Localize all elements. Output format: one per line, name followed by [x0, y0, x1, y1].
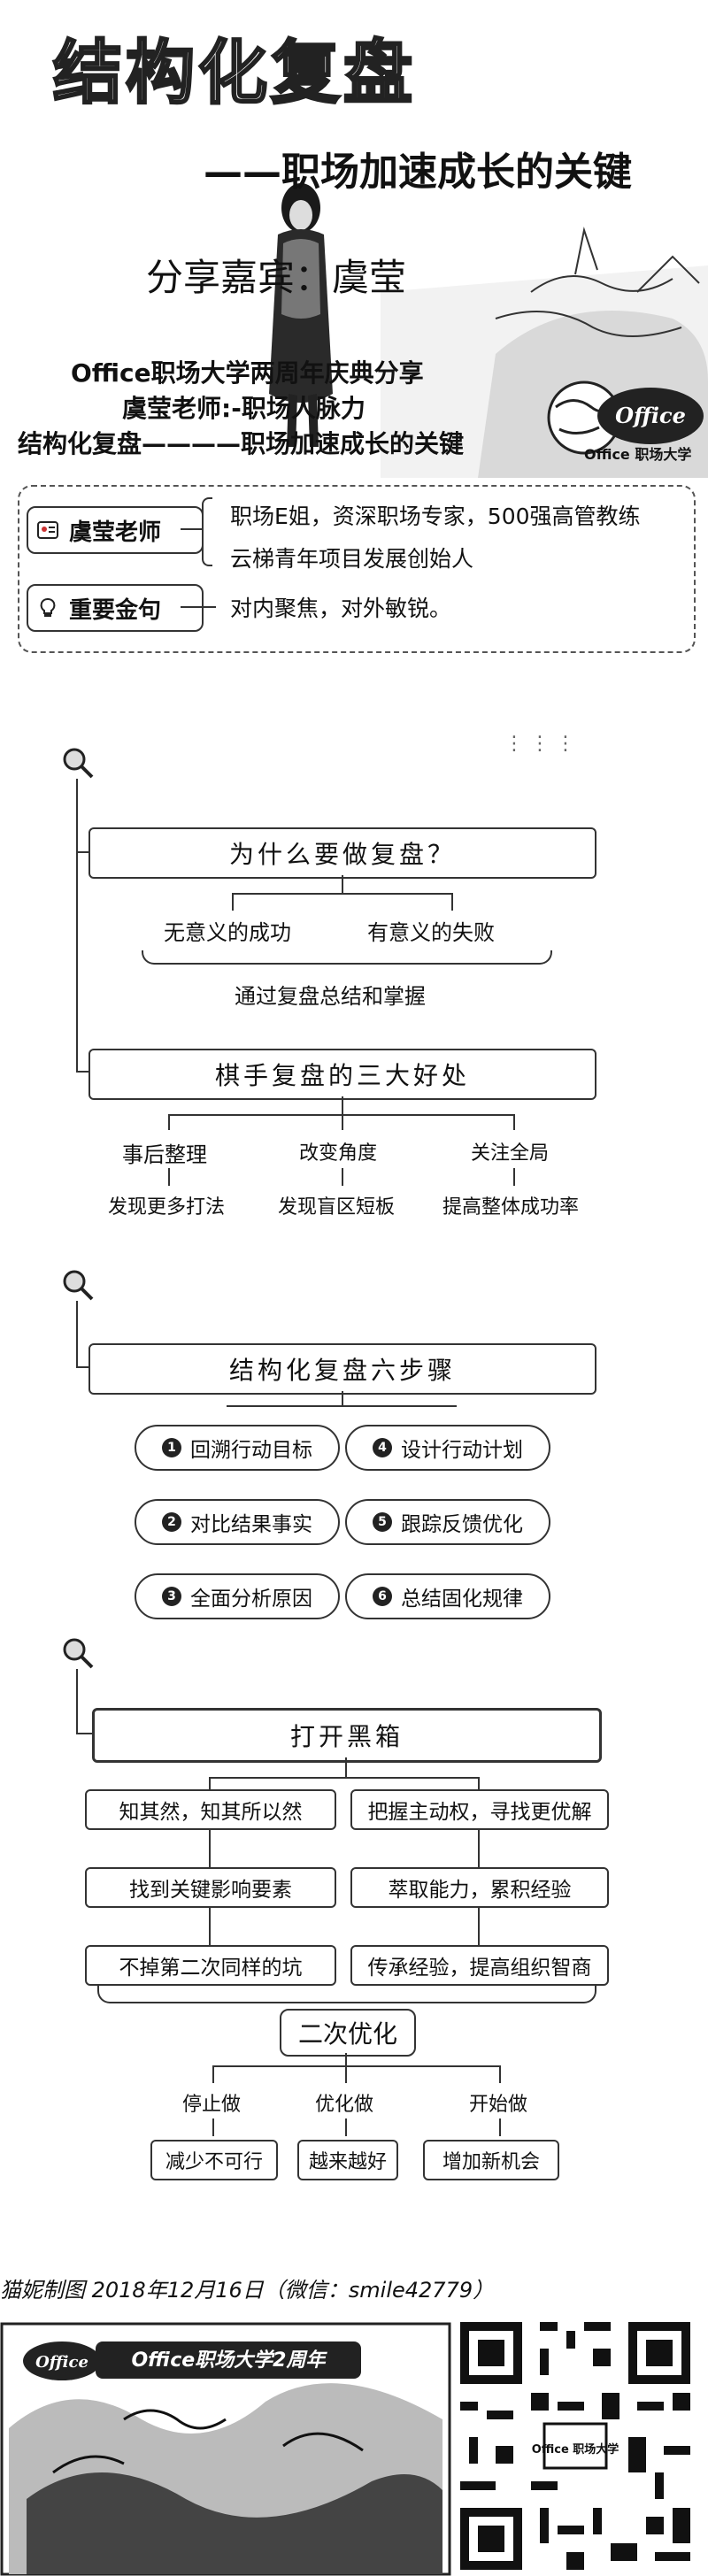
left-item-2: 找到关键影响要素	[85, 1867, 336, 1908]
banner-sketch-illustration: Office	[269, 183, 708, 478]
svg-text:Office职场大学2周年: Office职场大学2周年	[131, 2349, 327, 2372]
benefits-drop-2	[342, 1114, 343, 1130]
option-link-1	[212, 2118, 214, 2136]
why-review-left-drop	[232, 893, 234, 911]
benefits-bar	[168, 1114, 513, 1116]
meaningless-success: 无意义的成功	[164, 920, 291, 945]
benefits-drop-1	[168, 1114, 170, 1130]
right-item-3: 传承经验，提高组织智商	[350, 1945, 609, 1986]
teacher-brace	[202, 497, 212, 566]
lightbulb-icon	[37, 597, 58, 619]
option-detail-stop: 减少不可行	[150, 2140, 278, 2180]
teacher-desc-1: 职场E姐，资深职场专家，500强高管教练	[230, 504, 641, 529]
anniversary-poster-sketch: Office Office职场大学2周年	[0, 2322, 451, 2576]
banner-subtitle: ——职场加速成长的关键	[204, 150, 632, 195]
section1-branch-a	[76, 851, 90, 853]
left-item-1: 知其然，知其所以然	[85, 1789, 336, 1830]
six-steps-stem	[342, 1391, 343, 1405]
benefit-title-3: 关注全局	[471, 1142, 550, 1165]
banner-logo-text: Office 职场大学	[584, 446, 692, 463]
right-item-2: 萃取能力，累积经验	[350, 1867, 609, 1908]
option-title-stop: 停止做	[182, 2094, 242, 2116]
why-review-bar	[232, 893, 453, 895]
benefit-title-2: 改变角度	[299, 1142, 378, 1165]
right-item-1: 把握主动权，寻找更优解	[350, 1789, 609, 1830]
teacher-connector	[181, 528, 204, 530]
black-box-stem	[345, 1757, 347, 1777]
optimize-stem	[345, 2053, 347, 2065]
black-box-heading: 打开黑箱	[92, 1708, 602, 1763]
banner-guest: 分享嘉宾：虞莹	[146, 256, 407, 299]
summary-brace	[142, 950, 552, 965]
section3-spine	[76, 1669, 78, 1733]
black-box-bar	[209, 1777, 478, 1779]
optimize-drop-1	[212, 2065, 214, 2083]
banner-topic-line: 结构化复盘————职场加速成长的关键	[18, 429, 465, 458]
benefit-detail-3: 提高整体成功率	[442, 1196, 580, 1219]
option-title-start: 开始做	[469, 2094, 528, 2116]
quote-tag-label: 重要金句	[69, 596, 162, 624]
teacher-tag-label: 虞莹老师	[69, 519, 162, 546]
banner: Office 结构化复盘 ——职场加速成长的关键 分享嘉宾：虞莹 Office职…	[0, 0, 708, 478]
magnifier-icon	[63, 748, 94, 779]
second-optimization-heading: 二次优化	[280, 2009, 416, 2057]
optimize-drop-3	[499, 2065, 501, 2083]
info-box: 虞莹老师 职场E姐，资深职场专家，500强高管教练 云梯青年项目发展创始人 重要…	[18, 485, 696, 653]
benefit-detail-1: 发现更多打法	[108, 1196, 226, 1219]
left-item-3: 不掉第二次同样的坑	[85, 1945, 336, 1986]
benefit-link-1	[168, 1168, 170, 1186]
quote-tag: 重要金句	[27, 584, 204, 632]
option-link-3	[499, 2118, 501, 2136]
banner-teacher-line: 虞莹老师:-职场人脉力	[122, 394, 366, 423]
teacher-tag: 虞莹老师	[27, 506, 204, 554]
banner-title: 结构化复盘	[51, 33, 417, 115]
option-link-2	[345, 2118, 347, 2136]
benefit-detail-2: 发现盲区短板	[278, 1196, 396, 1219]
benefits-stem	[342, 1096, 343, 1114]
six-steps-bar	[227, 1405, 457, 1407]
option-detail-start: 增加新机会	[423, 2140, 559, 2180]
benefit-link-3	[513, 1168, 515, 1186]
banner-event: Office职场大学两周年庆典分享	[71, 358, 424, 388]
section2-spine	[76, 1301, 78, 1366]
section1-spine	[76, 779, 78, 1071]
benefits-drop-3	[513, 1114, 515, 1130]
why-review-heading: 为什么要做复盘？	[88, 827, 596, 879]
quote-text: 对内聚焦，对外敏锐。	[230, 596, 452, 621]
id-card-icon	[37, 519, 58, 541]
six-steps-heading: 结构化复盘六步骤	[88, 1343, 596, 1395]
magnifier-icon	[63, 1638, 94, 1669]
why-review-stem	[342, 875, 343, 893]
option-title-optimize: 优化做	[315, 2094, 374, 2116]
benefit-title-1: 事后整理	[122, 1142, 207, 1167]
chess-benefits-heading: 棋手复盘的三大好处	[88, 1049, 596, 1100]
benefit-link-2	[342, 1168, 343, 1186]
optimize-brace	[97, 1986, 596, 2003]
optimize-drop-2	[345, 2065, 347, 2083]
svg-text:Office: Office	[615, 403, 686, 428]
section1-branch-b	[76, 1071, 90, 1073]
decorative-marks: ⋮ ⋮ ⋮	[504, 733, 575, 755]
option-detail-optimize: 越来越好	[297, 2140, 398, 2180]
meaningful-failure: 有意义的失败	[367, 920, 495, 945]
quote-connector	[181, 606, 216, 608]
section2-branch	[76, 1366, 90, 1368]
credit-line: 猫妮制图 2018年12月16日（微信：smile42779）	[0, 2278, 495, 2303]
teacher-desc-2: 云梯青年项目发展创始人	[230, 546, 474, 572]
svg-text:Office 职场大学: Office 职场大学	[532, 2442, 620, 2457]
magnifier-icon	[63, 1270, 94, 1301]
why-review-right-drop	[451, 893, 453, 911]
optimize-bar	[212, 2065, 501, 2067]
review-summary: 通过复盘总结和掌握	[235, 984, 426, 1009]
svg-text:Office: Office	[35, 2353, 88, 2372]
qr-code: Office 职场大学	[460, 2322, 690, 2570]
section3-branch	[76, 1733, 92, 1734]
